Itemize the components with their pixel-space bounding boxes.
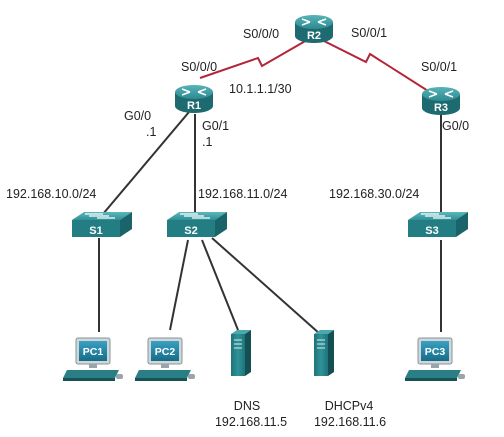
- pc-pc3[interactable]: PC3: [404, 337, 466, 382]
- server-dhcpv4[interactable]: [313, 329, 335, 377]
- router-r3-label: R3: [434, 102, 448, 114]
- link-r1-s1: [102, 111, 190, 215]
- switch-s3-label: S3: [425, 225, 438, 237]
- r2-s001-label: S0/0/1: [351, 26, 387, 40]
- dns-server-ip: 192.168.11.5: [215, 415, 287, 429]
- r1-g01-ip-label: .1: [202, 135, 212, 149]
- r1-s000-label: S0/0/0: [181, 60, 217, 74]
- pc-pc2[interactable]: PC2: [134, 337, 196, 382]
- link-s2-dns: [201, 239, 239, 331]
- switch-s3[interactable]: S3: [407, 211, 469, 238]
- ethernet-links: [98, 111, 442, 335]
- router-r2-label: R2: [307, 30, 321, 42]
- link-s2-dhcp: [211, 237, 321, 335]
- pc3-label: PC3: [425, 346, 446, 358]
- lan2-network-label: 192.168.11.0/24: [198, 187, 287, 201]
- router-r3[interactable]: R3: [421, 86, 461, 116]
- r3-s001-label: S0/0/1: [421, 60, 457, 74]
- r3-g00-label: G0/0: [442, 119, 469, 133]
- r2-s000-label: S0/0/0: [243, 27, 279, 41]
- r1-g00-label: G0/0: [124, 109, 151, 123]
- dhcpv4-server-ip: 192.168.11.6: [314, 415, 386, 429]
- lan3-network-label: 192.168.30.0/24: [329, 187, 419, 201]
- dhcpv4-server-name: DHCPv4: [325, 399, 374, 413]
- switch-s1-label: S1: [89, 225, 102, 237]
- switch-s1[interactable]: S1: [71, 211, 133, 238]
- lan1-network-label: 192.168.10.0/24: [6, 187, 96, 201]
- switch-s2-label: S2: [184, 225, 197, 237]
- r1-serial-ip-label: 10.1.1.1/30: [229, 82, 292, 96]
- router-r2[interactable]: R2: [294, 14, 334, 44]
- r1-g00-ip-label: .1: [146, 125, 156, 139]
- pc-pc1[interactable]: PC1: [62, 337, 124, 382]
- pc1-label: PC1: [83, 346, 104, 358]
- dns-server-name: DNS: [234, 399, 260, 413]
- router-r1[interactable]: R1: [174, 84, 214, 114]
- link-s2-pc2: [169, 239, 189, 331]
- r1-g01-label: G0/1: [202, 119, 229, 133]
- server-dns[interactable]: [230, 329, 252, 377]
- serial-link-r1-r2: [199, 35, 315, 79]
- switch-s2[interactable]: S2: [166, 211, 228, 238]
- router-r1-label: R1: [187, 100, 201, 112]
- pc2-label: PC2: [155, 346, 176, 358]
- serial-link-r2-r3: [313, 35, 437, 97]
